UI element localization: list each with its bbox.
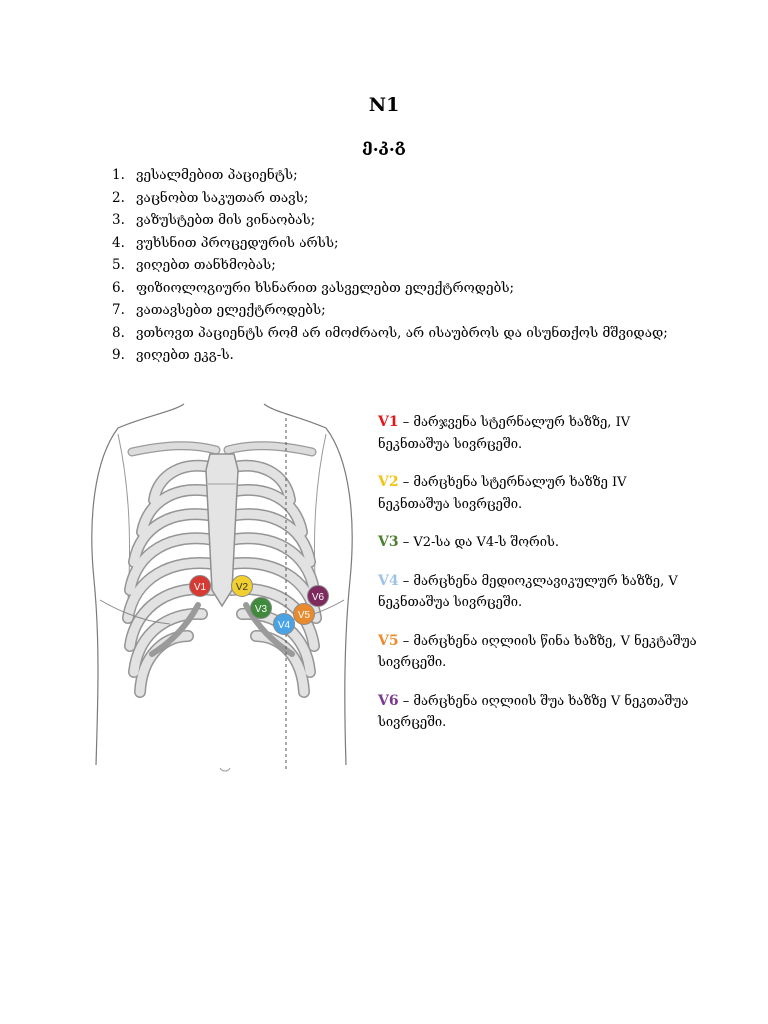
marker-label: V3: [255, 604, 268, 615]
lead-description: – მარცხენა სტერნალურ ხაზზე IV ნეკნთაშუა …: [378, 475, 627, 512]
marker-label: V1: [194, 582, 207, 593]
step-text: ვესალმებით პაციენტს;: [136, 167, 298, 184]
lead-item-v4: V4 – მარცხენა მედიოკლავიკულურ ხაზზე, V ნ…: [378, 571, 698, 614]
rib-cage-image: V1 V2 V3 V4 V5 V6: [91, 403, 353, 772]
electrode-marker-v3: V3: [250, 597, 272, 619]
step-number: 9.: [112, 347, 125, 364]
procedure-steps-list: 1. ვესალმებით პაციენტს; 2. ვაცნობთ საკუთარ…: [112, 164, 668, 367]
lead-item-v5: V5 – მარცხენა იღლიის წინა ხაზზე, V ნეკტა…: [378, 631, 698, 674]
lead-code: V4: [378, 572, 399, 589]
page-title: N1: [368, 94, 400, 116]
chest-electrode-illustration: V1 V2 V3 V4 V5 V6: [88, 400, 356, 775]
lead-code: V6: [378, 692, 399, 709]
step-number: 1.: [112, 167, 125, 184]
list-item: 9. ვიღებთ ეკგ-ს.: [112, 344, 668, 367]
lead-item-v2: V2 – მარცხენა სტერნალურ ხაზზე IV ნეკნთაშ…: [378, 472, 698, 515]
step-number: 7.: [112, 302, 125, 319]
step-text: ვთხოვთ პაციენტს რომ არ იმოძრაოს, არ ისაუ…: [136, 324, 668, 341]
electrode-marker-v4: V4: [273, 613, 295, 635]
step-text: ვიღებთ ეკგ-ს.: [136, 347, 234, 364]
step-number: 4.: [112, 234, 125, 251]
list-item: 4. ვუხსნით პროცედურის არსს;: [112, 232, 668, 255]
electrode-marker-v6: V6: [307, 585, 329, 607]
marker-circle: [307, 585, 329, 607]
marker-label: V2: [236, 582, 249, 593]
lead-item-v3: V3 – V2-სა და V4-ს შორის.: [378, 532, 698, 554]
step-text: ვათავსებთ ელექტროდებს;: [136, 302, 326, 319]
marker-circle: [231, 575, 253, 597]
step-text: ვაცნობთ საკუთარ თავს;: [136, 189, 309, 206]
lead-description: – მარცხენა იღლიის შუა ხაზზე V ნეკთაშუა ს…: [378, 693, 689, 731]
electrode-marker-v1: V1: [189, 575, 211, 597]
lead-description: – მარცხენა იღლიის წინა ხაზზე, V ნეკტაშუა…: [378, 633, 697, 671]
page-subtitle: ე.კ.გ: [362, 136, 406, 156]
marker-label: V4: [278, 620, 291, 631]
list-item: 7. ვათავსებთ ელექტროდებს;: [112, 299, 668, 322]
electrode-marker-v5: V5: [293, 603, 315, 625]
marker-circle: [189, 575, 211, 597]
lead-item-v1: V1 – მარჯვენა სტერნალურ ხაზზე, IV ნეკნთა…: [378, 412, 698, 455]
list-item: 3. ვაზუსტებთ მის ვინაობას;: [112, 209, 668, 232]
list-item: 8. ვთხოვთ პაციენტს რომ არ იმოძრაოს, არ ის…: [112, 322, 668, 345]
lead-description: – მარცხენა მედიოკლავიკულურ ხაზზე, V ნეკნ…: [378, 573, 678, 611]
lead-code: V2: [378, 474, 399, 490]
marker-label: V5: [298, 610, 311, 621]
step-number: 5.: [112, 257, 125, 274]
electrode-marker-v2: V2: [231, 575, 253, 597]
list-item: 1. ვესალმებით პაციენტს;: [112, 164, 668, 187]
list-item: 6. ფიზიოლოგიური ხსნარით ვასველებთ ელექტრო…: [112, 277, 668, 300]
lead-placement-list: V1 – მარჯვენა სტერნალურ ხაზზე, IV ნეკნთა…: [378, 412, 698, 751]
marker-circle: [273, 613, 295, 635]
lead-code: V1: [378, 414, 399, 430]
step-text: ფიზიოლოგიური ხსნარით ვასველებთ ელექტროდე…: [136, 279, 515, 296]
lead-item-v6: V6 – მარცხენა იღლიის შუა ხაზზე V ნეკთაშუ…: [378, 691, 698, 734]
marker-circle: [250, 597, 272, 619]
step-number: 3.: [112, 212, 125, 229]
list-item: 2. ვაცნობთ საკუთარ თავს;: [112, 187, 668, 210]
list-item: 5. ვიღებთ თანხმობას;: [112, 254, 668, 277]
marker-circle: [293, 603, 315, 625]
lead-code: V5: [378, 632, 399, 649]
step-text: ვუხსნით პროცედურის არსს;: [136, 234, 339, 251]
step-text: ვაზუსტებთ მის ვინაობას;: [136, 212, 316, 229]
lead-description: – მარჯვენა სტერნალურ ხაზზე, IV ნეკნთაშუა…: [378, 415, 631, 452]
marker-label: V6: [312, 592, 325, 603]
step-text: ვიღებთ თანხმობას;: [136, 257, 276, 274]
lead-code: V3: [378, 534, 399, 550]
lead-description: – V2-სა და V4-ს შორის.: [398, 535, 559, 550]
step-number: 8.: [112, 324, 125, 341]
step-number: 2.: [112, 189, 125, 206]
step-number: 6.: [112, 279, 125, 296]
